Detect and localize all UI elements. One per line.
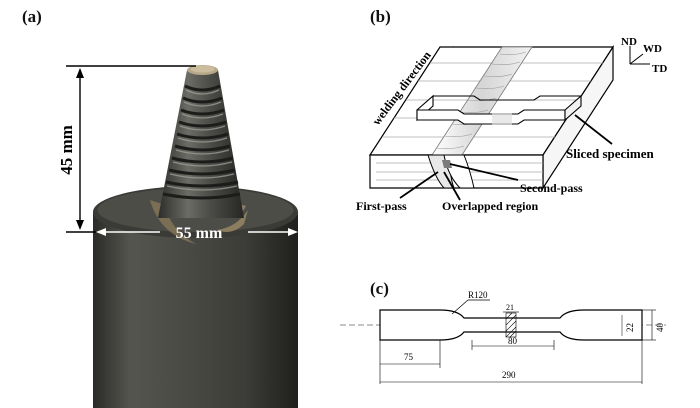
axis-td-label: TD (652, 63, 667, 75)
gauge-hatch (505, 312, 517, 338)
gauge-width-label: 21 (506, 303, 514, 312)
total-height-label: 40 (655, 323, 665, 333)
sliced-specimen (416, 94, 582, 125)
grip-length-dim (379, 340, 441, 384)
sliced-specimen-label: Sliced specimen (566, 146, 655, 161)
axis-wd-label: WD (643, 43, 662, 55)
height-dimension-label: 45 mm (57, 125, 76, 175)
gauge-length-label: 80 (508, 336, 518, 346)
total-length-label: 290 (502, 370, 516, 380)
width-dimension (96, 228, 298, 236)
panel-a-tool-photo: (a) (22, 7, 298, 408)
radius-label: R120 (468, 290, 488, 300)
panel-b-label: (b) (370, 7, 391, 26)
height-dimension (66, 65, 196, 233)
leader-lines (399, 114, 613, 201)
gauge-length-dim (471, 340, 555, 350)
tool-shoulder (93, 186, 298, 408)
tool-threaded-pin (158, 65, 244, 218)
total-length-dim (380, 340, 643, 384)
second-pass-label: Second-pass (520, 181, 583, 195)
axis-nd-label: ND (621, 36, 637, 48)
shoulder-height-label: 22 (625, 323, 635, 332)
panel-c-specimen-drawing: (c) R120 21 22 40 80 (340, 279, 666, 384)
panel-b-weld-schematic: (b) ND WD TD welding direction (356, 7, 667, 213)
total-height-dim (642, 309, 656, 341)
radius-leader (451, 299, 490, 315)
first-pass-label: First-pass (356, 199, 407, 213)
panel-a-label: (a) (22, 7, 42, 26)
panel-c-label: (c) (370, 279, 389, 298)
grip-length-label: 75 (404, 352, 414, 362)
coordinate-axes (629, 46, 650, 65)
width-dimension-label: 55 mm (176, 225, 223, 242)
overlapped-region-label: Overlapped region (442, 199, 538, 213)
